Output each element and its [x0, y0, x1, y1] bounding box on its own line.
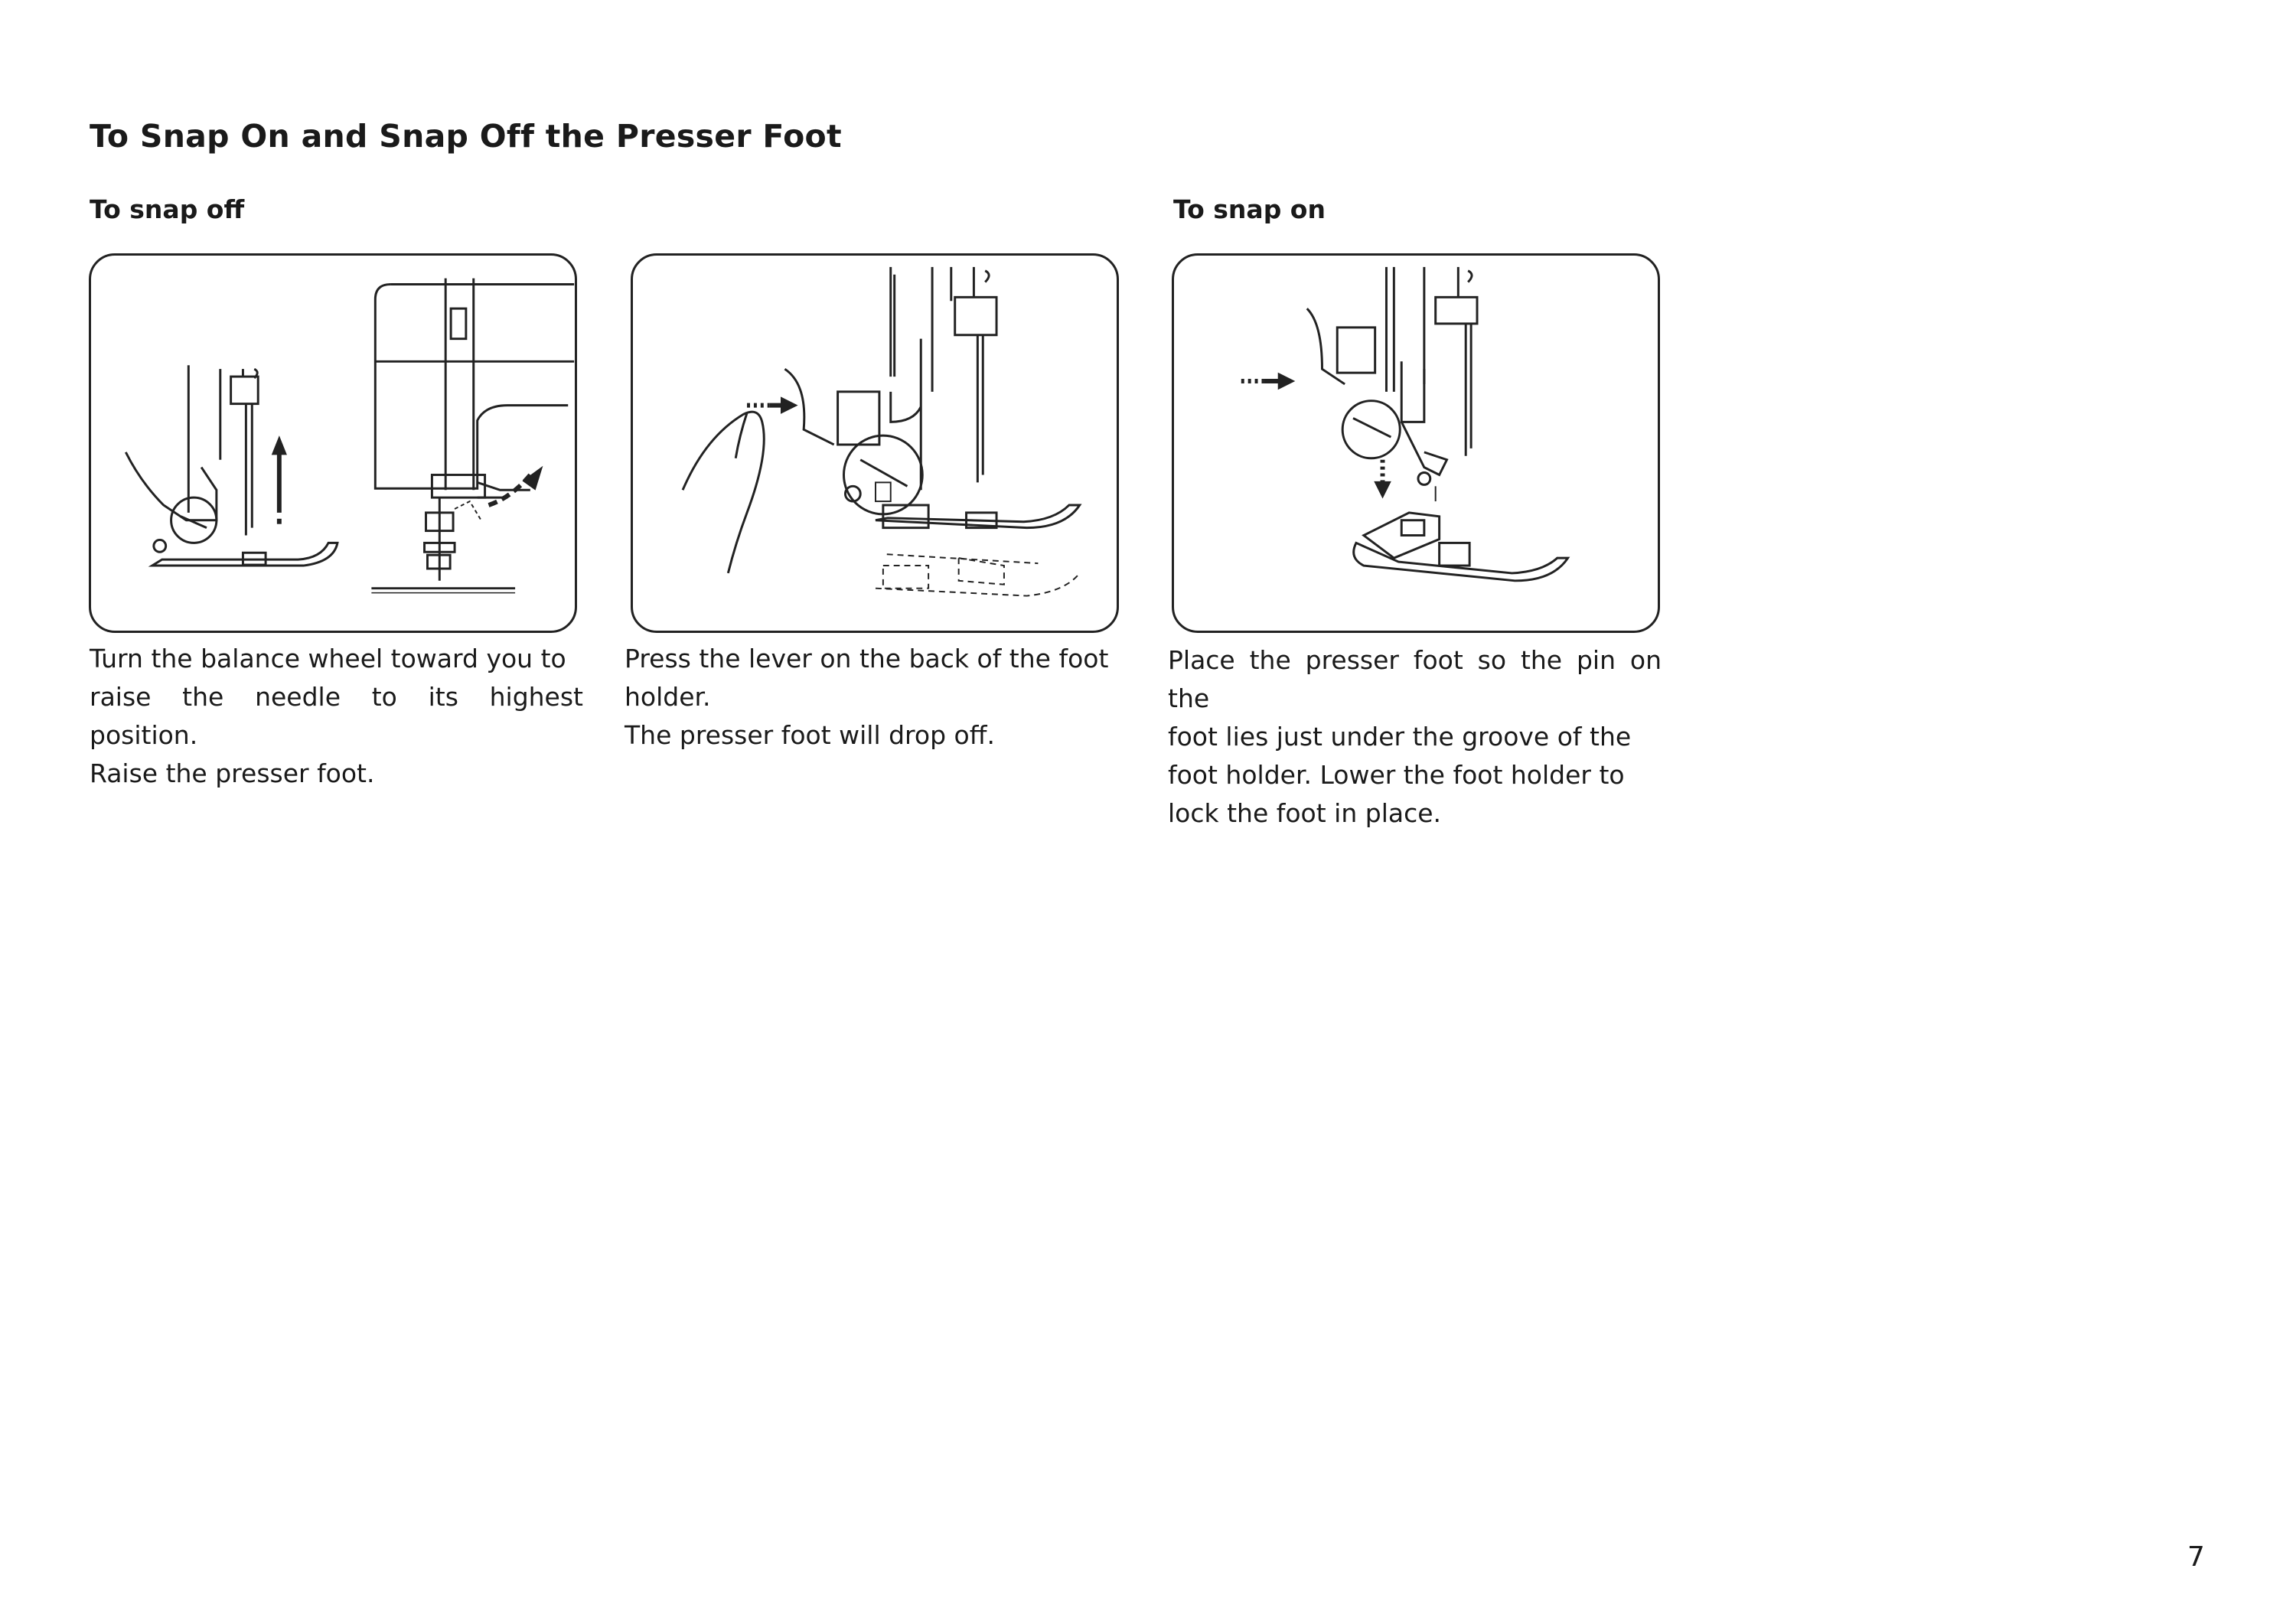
section-label-snap-on: To snap on	[1173, 194, 1326, 224]
illustration-raise-needle	[89, 253, 577, 633]
press-lever-illustration	[681, 266, 1082, 597]
caption-line: holder.	[625, 682, 711, 712]
caption-line: foot holder. Lower the foot holder to	[1168, 760, 1625, 790]
caption-raise-needle: Turn the balance wheel toward you to rai…	[90, 640, 583, 793]
illustration-snap-on	[1172, 253, 1660, 633]
caption-line: Turn the balance wheel toward you to	[90, 644, 566, 673]
caption-line: Press the lever on the back of the foot	[625, 644, 1109, 673]
caption-press-lever: Press the lever on the back of the foot …	[625, 640, 1118, 755]
section-label-snap-off: To snap off	[90, 194, 245, 224]
caption-snap-on: Place the presser foot so the pin on the…	[1168, 641, 1662, 833]
snap-on-illustration	[1241, 266, 1570, 582]
page-number: 7	[2187, 1541, 2205, 1573]
presser-foot-raise-illustration	[124, 278, 575, 594]
caption-line: Raise the presser foot.	[90, 758, 375, 788]
caption-line: foot lies just under the groove of the	[1168, 722, 1632, 752]
caption-line: lock the foot in place.	[1168, 798, 1442, 828]
caption-line: Place the presser foot so the pin on the	[1168, 645, 1662, 713]
caption-line: The presser foot will drop off.	[625, 720, 995, 750]
caption-line: raise the needle to its highest position…	[90, 682, 583, 750]
page-title: To Snap On and Snap Off the Presser Foot	[90, 118, 842, 155]
illustration-press-lever	[631, 253, 1119, 633]
